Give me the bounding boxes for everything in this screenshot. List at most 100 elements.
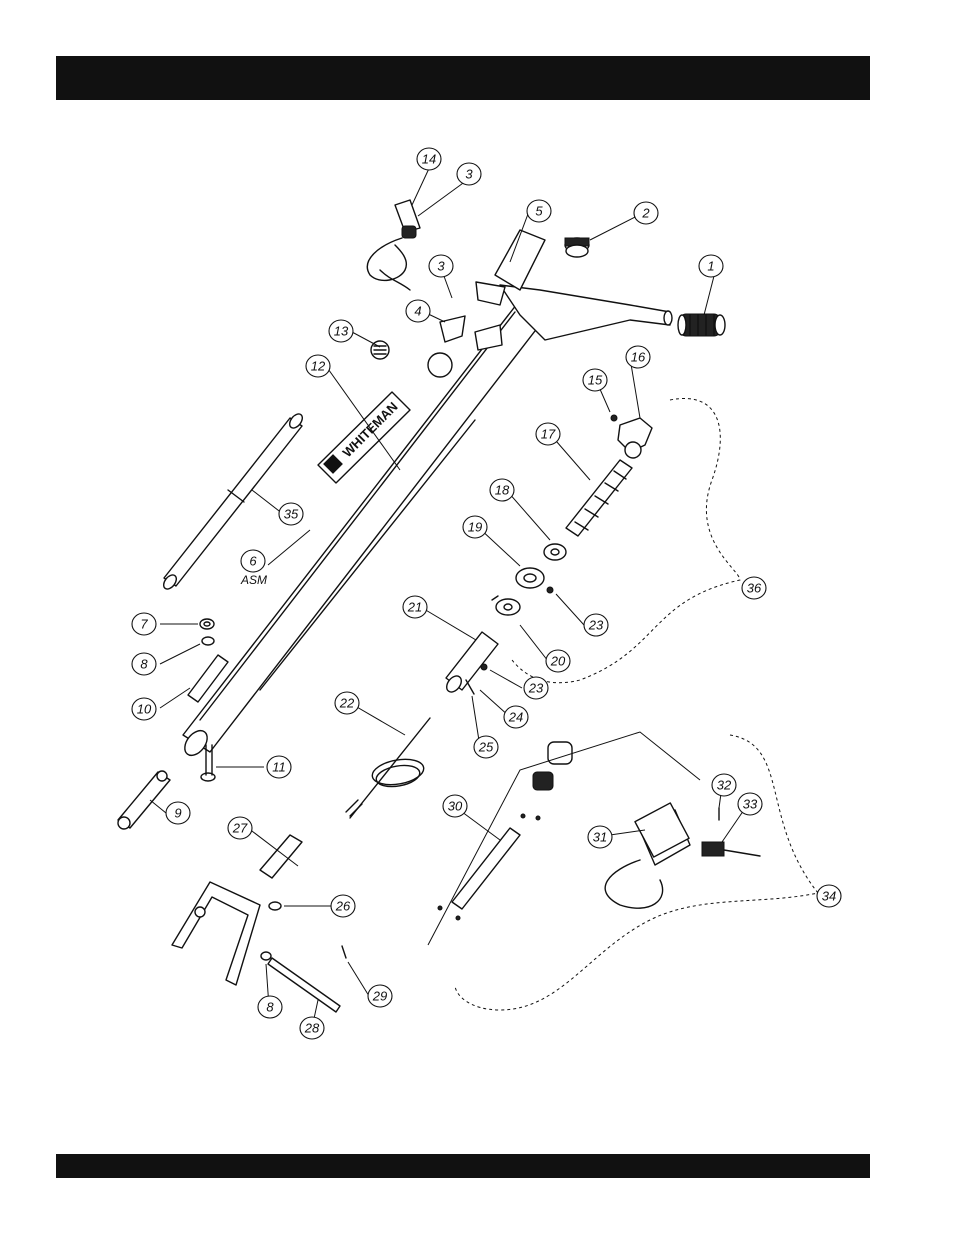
- callout-number: 6: [249, 554, 257, 569]
- cable-part-22: [346, 718, 430, 818]
- callout-33: 33: [738, 793, 762, 815]
- callout-number: 8: [266, 1000, 274, 1015]
- callout-number: 18: [495, 483, 510, 498]
- washer-part-8b: [261, 952, 271, 960]
- callout-number: 32: [717, 778, 732, 793]
- callout-17: 17: [536, 423, 560, 445]
- callout-number: 3: [465, 167, 473, 182]
- fork-part-27: [172, 835, 302, 985]
- callout-number: 25: [478, 740, 494, 755]
- callout-number: 26: [335, 899, 351, 914]
- callout-number: 23: [528, 681, 544, 696]
- callout-number: 12: [311, 359, 326, 374]
- callout-number: 29: [372, 989, 387, 1004]
- callout-22: 22: [335, 692, 359, 714]
- callout-number: 34: [822, 889, 836, 904]
- callout-16: 16: [626, 346, 650, 368]
- callout-number: 1: [707, 259, 714, 274]
- callout-26: 26: [331, 895, 355, 917]
- callout-12: 12: [306, 355, 330, 377]
- callout-34: 34: [817, 885, 841, 907]
- callout-number: 20: [550, 654, 566, 669]
- callout-8: 8: [132, 653, 156, 675]
- callout-8: 8: [258, 996, 282, 1018]
- callout-14: 14: [417, 148, 441, 170]
- callout-number: 2: [641, 206, 650, 221]
- callout-number: 11: [272, 760, 286, 775]
- sleeve-part-21: [444, 632, 498, 695]
- callout-25: 25: [474, 736, 498, 758]
- cap-part-2: [565, 238, 589, 257]
- callout-32: 32: [712, 774, 736, 796]
- callout-number: 23: [588, 618, 604, 633]
- switch-body: [533, 742, 572, 790]
- threaded-rod-part-17: [566, 460, 632, 536]
- callout-number: 13: [334, 324, 349, 339]
- callout-31: 31: [588, 826, 612, 848]
- callout-11: 11: [267, 756, 291, 778]
- callout-23: 23: [584, 614, 608, 636]
- decal-logo-text: WHITEMAN: [340, 399, 401, 460]
- callout-number: 8: [140, 657, 148, 672]
- callout-23: 23: [524, 677, 548, 699]
- callout-30: 30: [443, 795, 467, 817]
- callout-number: 21: [407, 600, 422, 615]
- handle-tube-part-6: [180, 300, 545, 760]
- callout-28: 28: [300, 1017, 324, 1039]
- callout-24: 24: [504, 706, 528, 728]
- callout-9: 9: [166, 802, 190, 824]
- callout-number: 24: [508, 710, 523, 725]
- washer-part-8: [202, 637, 214, 645]
- pin-part-25: [466, 680, 474, 694]
- callout-27: 27: [228, 817, 252, 839]
- linkage-part-9: [118, 771, 170, 829]
- callout-29: 29: [368, 985, 392, 1007]
- sensor-part-33: [702, 842, 760, 856]
- callout-35: 35: [279, 503, 303, 525]
- callout-number: 4: [414, 304, 421, 319]
- callout-number: 5: [535, 204, 543, 219]
- callout-number: 33: [743, 797, 758, 812]
- callout-1: 1: [699, 255, 723, 277]
- callout-15: 15: [583, 369, 607, 391]
- callout-number: 17: [541, 427, 556, 442]
- spacer-part-19: [516, 568, 544, 588]
- callout-number: 30: [448, 799, 463, 814]
- knob-part-16: [618, 418, 652, 458]
- nut-part-26: [269, 902, 281, 910]
- control-box-part-31: [605, 803, 690, 908]
- callout-10: 10: [132, 698, 156, 720]
- callout-13: 13: [329, 320, 353, 342]
- callout-number: 22: [339, 696, 355, 711]
- callout-number: 19: [468, 520, 482, 535]
- callout-19: 19: [463, 516, 487, 538]
- callout-number: 36: [747, 581, 762, 596]
- callout-number: 35: [284, 507, 299, 522]
- assembly-boundary-34: [455, 735, 818, 1010]
- callout-number: 14: [422, 152, 436, 167]
- callout-number: 31: [593, 830, 607, 845]
- callout-6: 6: [241, 550, 265, 572]
- callout-2: 2: [634, 202, 658, 224]
- callout-18: 18: [490, 479, 514, 501]
- collar-part-18: [544, 544, 566, 560]
- callout-5: 5: [527, 200, 551, 222]
- throttle-lever-part-14: [367, 200, 420, 290]
- screw-part-23a: [547, 587, 553, 593]
- callout-number: 10: [137, 702, 152, 717]
- extension-tube-part-35: [161, 412, 305, 592]
- callout-number: 3: [437, 259, 445, 274]
- callout-number: 7: [140, 617, 148, 632]
- callout-number: 15: [588, 373, 603, 388]
- pin-part-24: [481, 664, 487, 670]
- callout-3: 3: [429, 255, 453, 277]
- callout-36: 36: [742, 577, 766, 599]
- asm-label: ASM: [240, 573, 267, 587]
- callout-number: 27: [232, 821, 248, 836]
- grip-part-1: [678, 314, 725, 336]
- callout-4: 4: [406, 300, 430, 322]
- callout-20: 20: [546, 650, 570, 672]
- callout-21: 21: [403, 596, 427, 618]
- callout-number: 28: [304, 1021, 320, 1036]
